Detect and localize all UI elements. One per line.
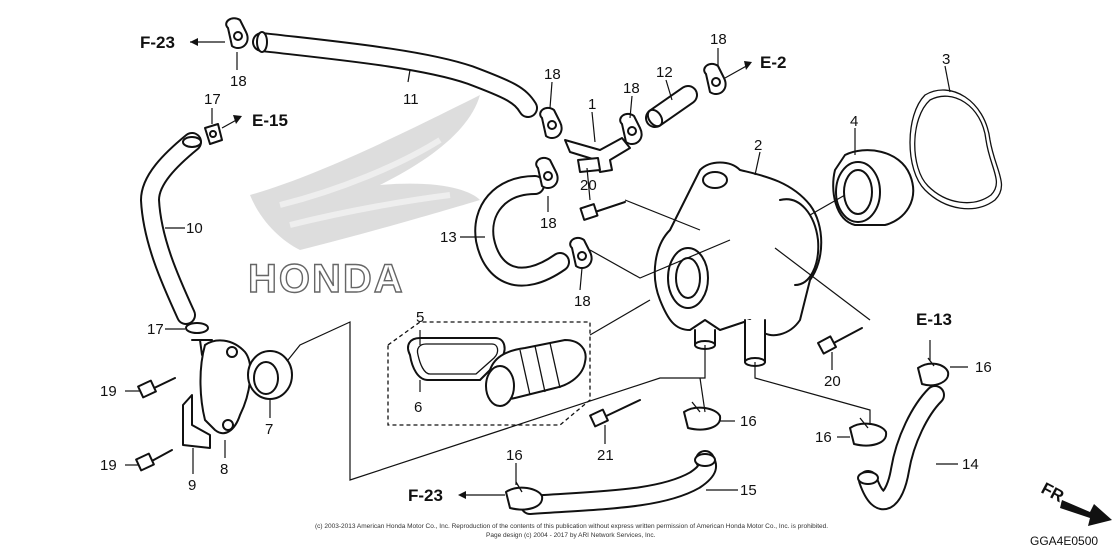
hose-clamp-16-right[interactable] [849,417,888,447]
callout-20: 20 [580,177,597,194]
bolt-21[interactable] [589,399,641,428]
callout-1: 1 [588,96,596,113]
callout-3: 3 [942,51,950,68]
hose-clamp-18-hose13-lower[interactable] [569,236,593,270]
callout-19: 19 [100,457,117,474]
callout-18: 18 [544,66,561,83]
callout-17: 17 [204,91,221,108]
callout-13: 13 [440,229,457,246]
callout-11: 11 [403,91,419,108]
three-way-joint-1[interactable] [564,137,631,173]
callout-18: 18 [230,73,247,90]
hose-clamp-16-e13[interactable] [917,357,950,387]
ref-f23-top[interactable]: F-23 [140,33,175,52]
callout-9: 9 [188,477,196,494]
callout-16: 16 [740,413,757,430]
hose-clamp-17-lower[interactable] [185,322,209,334]
housing-cover-4[interactable] [832,149,915,226]
callout-20: 20 [824,373,841,390]
copyright-line-2: Page design (c) 2004 - 2017 by ARI Netwo… [486,532,656,539]
callout-5: 5 [416,309,424,326]
bolt-19-upper[interactable] [137,377,176,399]
front-direction-indicator: FR. [1038,479,1112,526]
hose-13[interactable] [474,175,570,287]
callout-21: 21 [597,447,614,464]
honda-wing-watermark: HONDA [247,95,480,302]
callout-15: 15 [740,482,757,499]
ref-e2[interactable]: E-2 [760,53,786,72]
callout-8: 8 [220,461,228,478]
gasket-6[interactable] [407,337,506,381]
callout-19: 19 [100,383,117,400]
callout-16: 16 [815,429,832,446]
callout-18: 18 [574,293,591,310]
hose-clamp-16-center[interactable] [683,401,722,431]
callout-box-5-6 [387,321,591,426]
hose-10[interactable] [140,132,202,325]
ref-f23-bottom[interactable]: F-23 [408,486,443,505]
hose-clamp-18-top-right[interactable] [703,62,727,96]
honda-watermark-text: HONDA [248,257,405,301]
thermostat-housing-2[interactable] [653,161,823,367]
callout-17: 17 [147,321,164,338]
hose-clamp-17-upper[interactable] [204,123,223,145]
thermostat-5[interactable] [485,339,587,407]
leader-lines [125,48,968,491]
callout-2: 2 [754,137,762,154]
diagram-code: GGA4E0500 [1030,534,1098,548]
callout-7: 7 [265,421,273,438]
callout-16: 16 [975,359,992,376]
ref-arrows [190,38,752,499]
hose-clamp-18-mid[interactable] [619,112,643,146]
o-ring-3[interactable] [909,89,1003,210]
ref-e13[interactable]: E-13 [916,310,952,329]
front-arrow-icon [1060,500,1112,526]
callout-16: 16 [506,447,523,464]
callout-18: 18 [623,80,640,97]
callout-4: 4 [850,113,858,130]
water-joint-8[interactable] [191,339,252,435]
callout-14: 14 [962,456,979,473]
bracket-9[interactable] [182,394,211,449]
callout-18: 18 [710,31,727,48]
copyright-line-1: (c) 2003-2013 American Honda Motor Co., … [315,523,828,530]
hose-clamp-16-bottom[interactable] [505,481,544,511]
callout-18: 18 [540,215,557,232]
hose-12[interactable] [645,85,698,129]
hose-11[interactable] [252,31,538,118]
ref-e15[interactable]: E-15 [252,111,288,130]
bolt-20-upper[interactable] [579,201,626,221]
callout-10: 10 [186,220,203,237]
hose-15[interactable] [520,450,718,515]
seal-7[interactable] [247,350,293,400]
hose-clamp-18-hose13-upper[interactable] [535,156,559,190]
bolt-20-lower[interactable] [817,327,863,355]
hose-14[interactable] [857,385,945,510]
callout-6: 6 [414,399,422,416]
callout-12: 12 [656,64,673,81]
hose-clamp-18-hose11-end[interactable] [539,106,563,140]
hose-clamp-18-top-left[interactable] [225,17,249,50]
bolt-19-lower[interactable] [135,449,173,472]
